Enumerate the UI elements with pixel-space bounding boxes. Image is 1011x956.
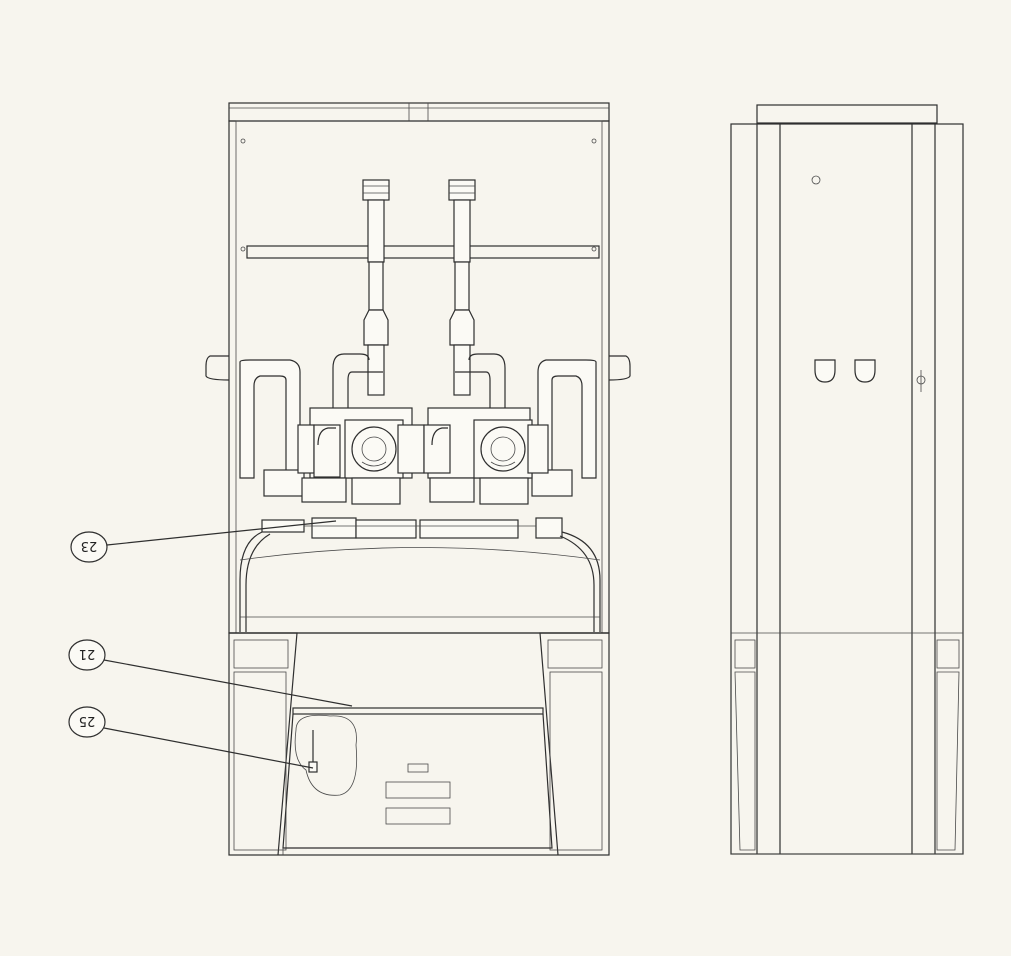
callout-23-label: 23 (81, 538, 98, 553)
front-view (205, 102, 631, 856)
side-view (730, 104, 964, 855)
callout-25: 25 (68, 706, 314, 769)
callout-21-label: 21 (79, 646, 96, 661)
callout-21: 21 (68, 639, 353, 707)
callout-23: 23 (70, 520, 337, 563)
pipe-left (332, 179, 390, 412)
callout-25-label: 25 (79, 713, 96, 728)
pump-left (297, 407, 425, 505)
pipe-right (448, 179, 506, 412)
pump-right (423, 407, 549, 505)
